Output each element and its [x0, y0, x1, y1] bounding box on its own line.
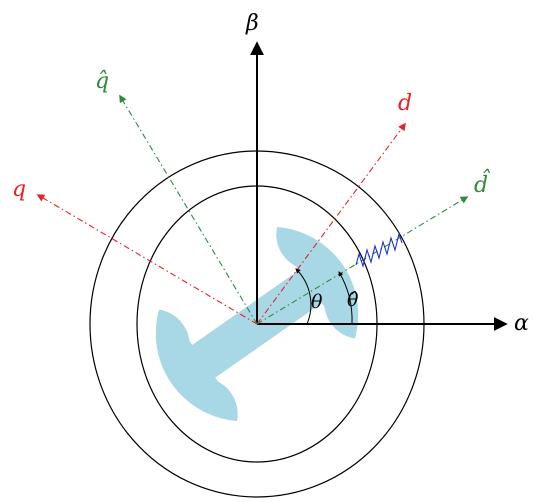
theta-hat-label: θ̂	[347, 289, 359, 311]
d-axis	[256, 122, 406, 325]
theta-label: θ	[311, 291, 323, 313]
d-label: d	[398, 91, 412, 116]
q-hat-axis	[119, 94, 258, 325]
beta-label: β	[245, 11, 259, 36]
spring	[355, 232, 403, 268]
q-axis	[36, 194, 258, 325]
q-hat-label: q̂	[95, 69, 109, 94]
theta-hat-arc	[338, 271, 353, 325]
theta-arc	[295, 268, 312, 325]
q-label: q	[12, 177, 26, 202]
d-hat-axis	[256, 196, 469, 325]
d-hat-label: d̂	[474, 169, 491, 198]
alpha-label: α	[514, 311, 529, 336]
